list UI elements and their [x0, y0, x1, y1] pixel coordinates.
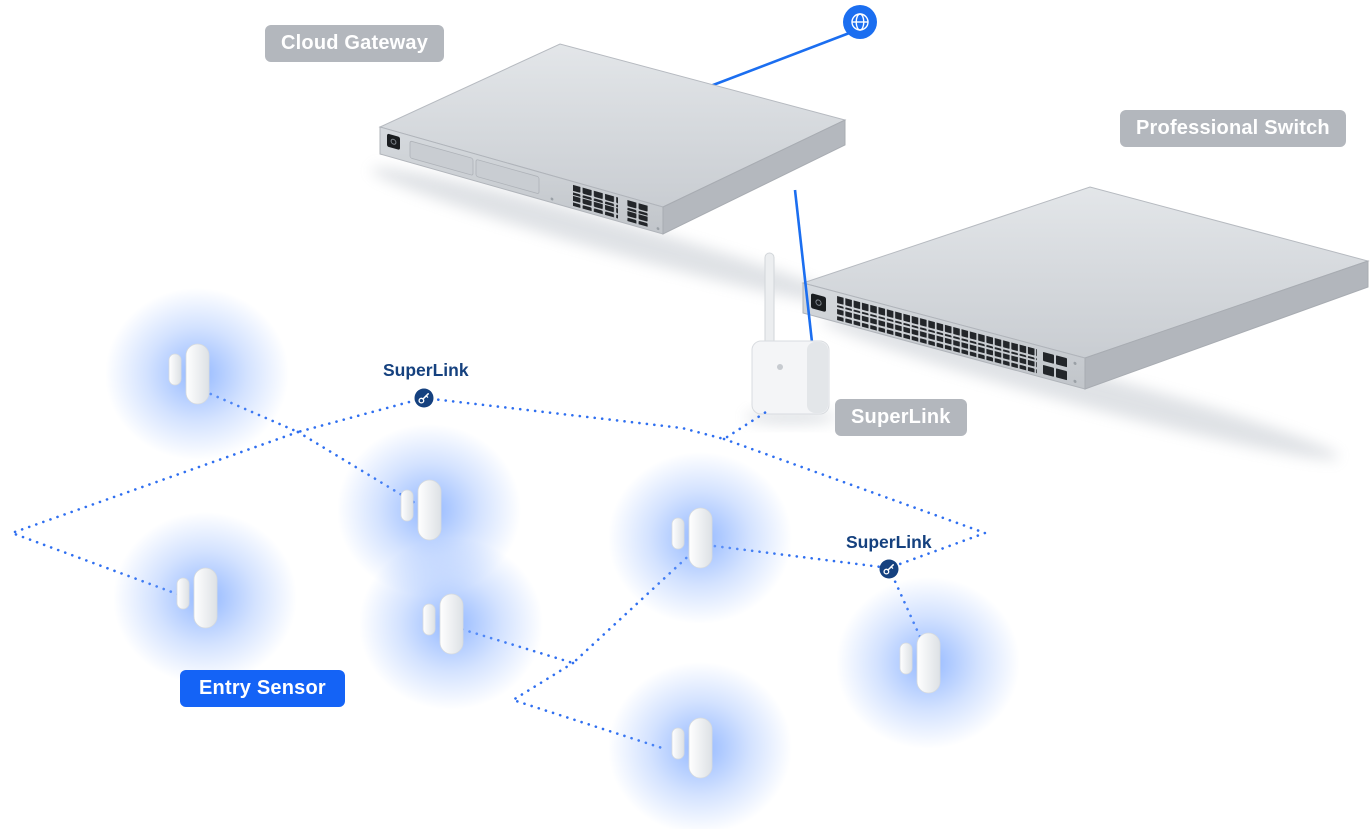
- switch-sfp-port: [1043, 365, 1054, 377]
- entry-sensor-device: [104, 287, 290, 461]
- professional-switch-label: Professional Switch: [1120, 110, 1346, 147]
- superlink-led: [777, 364, 783, 370]
- entry-sensor-device: [607, 451, 793, 625]
- switch-power-inlet: [811, 293, 826, 312]
- entry-sensor-device: [358, 537, 544, 711]
- gateway-sfp-ports: [626, 199, 649, 217]
- switch-side-face: [1084, 260, 1369, 390]
- switch-ethernet-ports: [837, 309, 1037, 374]
- entry-sensor-device: [607, 661, 793, 829]
- cloud-gateway-label: Cloud Gateway: [265, 25, 445, 62]
- gateway-drive-bay: [475, 159, 540, 194]
- key-icon: [414, 388, 434, 408]
- gateway-ethernet-ports: [573, 195, 618, 219]
- gateway-drive-bay: [409, 140, 474, 176]
- cloud-gateway-device: [371, 43, 849, 305]
- superlink-mesh-label: SuperLink: [846, 532, 932, 552]
- professional-switch-device: [801, 186, 1370, 460]
- device-shadow: [371, 167, 849, 305]
- superlink-mesh-label: SuperLink: [383, 360, 469, 380]
- mesh-dotted-line: [509, 661, 664, 750]
- gateway-sfp-ports: [626, 210, 649, 228]
- superlink-device: [745, 252, 837, 424]
- key-icon: [879, 559, 899, 579]
- gateway-side-face: [662, 119, 846, 235]
- superlink-antenna: [764, 252, 775, 352]
- entry-sensor-device: [112, 511, 298, 685]
- switch-sfp-port: [1056, 368, 1067, 381]
- gateway-power-button: [387, 133, 400, 150]
- switch-front-details: [811, 293, 1077, 383]
- gateway-ethernet-ports: [573, 184, 618, 208]
- superlink-body-shade: [807, 342, 828, 413]
- internet-uplink-line: [699, 30, 853, 92]
- entry-sensor-label: Entry Sensor: [180, 670, 345, 707]
- switch-sfp-port: [1043, 352, 1054, 364]
- gateway-front-details: [387, 133, 660, 231]
- switch-sfp-port: [1056, 355, 1067, 368]
- globe-icon: [843, 5, 877, 39]
- entry-sensor-device: [835, 576, 1021, 750]
- superlink-device-label: SuperLink: [835, 399, 967, 436]
- switch-ethernet-ports: [837, 296, 1037, 361]
